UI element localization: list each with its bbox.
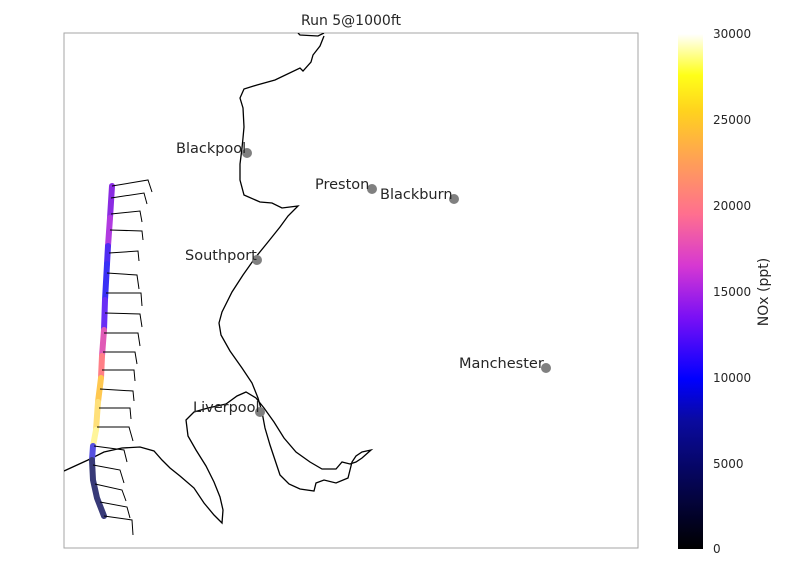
colorbar: 0 5000 10000 15000 20000 25000 30000 NOx…: [678, 27, 772, 556]
track-segment: [104, 243, 111, 267]
map-area: Blackpool Preston Blackburn Southport Ma…: [64, 33, 551, 536]
track-segment: [101, 297, 108, 333]
wind-barbs: [92, 179, 153, 536]
track-segment: [89, 457, 107, 519]
wind-barb: [106, 272, 140, 290]
city-marker-blackburn: [449, 194, 459, 204]
colorbar-tick: 15000: [713, 285, 751, 299]
colorbar-tick: 25000: [713, 113, 751, 127]
wind-barb: [99, 407, 132, 420]
track-segment: [99, 327, 107, 359]
wind-barb: [93, 445, 128, 463]
city-marker-preston: [367, 184, 377, 194]
city-label-blackburn: Blackburn: [380, 187, 453, 203]
colorbar-tick: 0: [713, 542, 721, 556]
wind-barb: [110, 192, 148, 205]
colorbar-tick: 10000: [713, 371, 751, 385]
wind-barb: [94, 483, 127, 502]
city-label-blackpool: Blackpool: [176, 141, 246, 157]
wind-barb: [110, 210, 143, 223]
wind-barb: [92, 464, 125, 484]
track-segment: [107, 183, 115, 221]
wind-barb: [99, 501, 131, 519]
track-segment: [105, 215, 113, 249]
city-marker-southport: [252, 255, 262, 265]
wind-barb: [106, 292, 143, 307]
city-marker-blackpool: [242, 148, 252, 158]
flight-track: [89, 183, 115, 519]
colorbar-ticks: 0 5000 10000 15000 20000 25000 30000: [713, 27, 751, 556]
track-segment: [98, 353, 105, 381]
wind-barb: [108, 250, 140, 262]
wind-barb: [97, 426, 134, 442]
map-title: Run 5@1000ft: [301, 13, 402, 29]
city-markers: [242, 148, 551, 417]
city-labels: Blackpool Preston Blackburn Southport Ma…: [176, 141, 544, 416]
wind-barb: [111, 179, 153, 193]
city-marker-liverpool: [255, 407, 265, 417]
wind-barb: [104, 332, 141, 347]
track-segment: [95, 375, 104, 405]
wind-barb: [103, 351, 138, 365]
wind-barb: [103, 515, 134, 536]
city-marker-manchester: [541, 363, 551, 373]
colorbar-tick: 30000: [713, 27, 751, 41]
colorbar-gradient: [678, 34, 703, 549]
city-label-liverpool: Liverpool: [193, 400, 260, 416]
track-segment: [102, 261, 110, 303]
city-label-preston: Preston: [315, 177, 369, 193]
colorbar-tick: 5000: [713, 457, 744, 471]
wind-barb: [99, 388, 135, 402]
map-frame: [63, 32, 639, 549]
colorbar-tick: 20000: [713, 199, 751, 213]
city-label-manchester: Manchester: [459, 356, 544, 372]
colorbar-label: NOx (ppt): [756, 258, 772, 326]
wind-barb: [102, 369, 136, 382]
city-label-southport: Southport: [185, 248, 257, 264]
wind-barb: [104, 312, 143, 328]
coastline: [64, 33, 374, 525]
track-segment: [93, 399, 101, 433]
wind-barb: [109, 229, 144, 241]
